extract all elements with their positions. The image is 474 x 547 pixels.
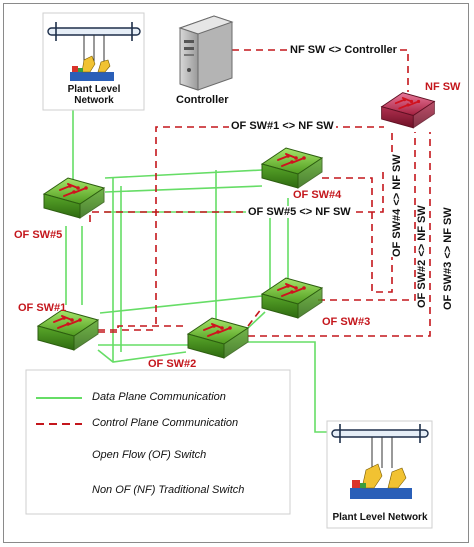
of4-switch-icon xyxy=(260,147,324,189)
top-plant-network xyxy=(42,12,145,111)
switch-shapes xyxy=(36,92,436,502)
of5-switch-label: OF SW#5 xyxy=(14,229,63,241)
of2-nf-link-label: OF SW#2 <> NF SW xyxy=(416,205,428,308)
link-of5-of4-a xyxy=(104,169,263,179)
of2-switch-label: OF SW#2 xyxy=(148,358,197,370)
of5-nf-link-label: OF SW#5 <> NF SW xyxy=(246,206,353,218)
of3-switch-label: OF SW#3 xyxy=(322,316,371,328)
nf-controller-link-label: NF SW <> Controller xyxy=(288,44,399,56)
legend-data-plane-label: Data Plane Communication xyxy=(92,391,226,403)
top-plant-label: Plant Level Network xyxy=(52,84,136,106)
of4-switch-label: OF SW#4 xyxy=(293,189,342,201)
link-of5-of3 xyxy=(105,211,271,290)
data-plane-links xyxy=(65,110,332,433)
of1-switch-label: OF SW#1 xyxy=(18,302,67,314)
link-of2-nf xyxy=(247,303,266,327)
bottom-robot-icon xyxy=(350,463,412,499)
of1-nf-link-label: OF SW#1 <> NF SW xyxy=(229,120,336,132)
top-robot-icon xyxy=(70,55,114,81)
controller-icon xyxy=(178,15,234,91)
nf-switch-icon xyxy=(380,92,436,129)
legend-box xyxy=(25,369,291,515)
of3-switch-icon xyxy=(260,277,324,319)
nf-switch-label: NF SW xyxy=(425,81,461,93)
of2-switch-icon xyxy=(186,317,250,359)
link-of1-of2-ctrl xyxy=(98,325,186,333)
bottom-bus-bar xyxy=(331,429,429,438)
link-of5-nf xyxy=(89,168,384,222)
bottom-plant-network xyxy=(326,420,433,529)
legend-nf-switch-label: Non OF (NF) Traditional Switch xyxy=(92,484,245,496)
of4-nf-link-label: OF SW#4 <> NF SW xyxy=(391,154,403,257)
link-of2-right xyxy=(248,341,332,433)
link-of3-nf xyxy=(318,132,416,301)
link-of2-of3 xyxy=(247,311,266,329)
top-plant-label-line2: Network xyxy=(74,95,114,106)
of5-switch-icon xyxy=(42,177,106,219)
top-bus-bar xyxy=(47,27,141,36)
of3-nf-link-label: OF SW#3 <> NF SW xyxy=(442,207,454,310)
link-of5-of4-b xyxy=(104,185,263,193)
top-plant-label-line1: Plant Level xyxy=(67,84,121,95)
link-of3-nf-b xyxy=(248,132,431,337)
controller-label: Controller xyxy=(176,94,229,106)
legend-of-switch-label: Open Flow (OF) Switch xyxy=(92,449,207,461)
legend-control-plane-label: Control Plane Communication xyxy=(92,417,239,429)
link-controller-nf xyxy=(232,49,409,92)
link-of1-of2-low xyxy=(97,349,187,363)
link-of1-of3 xyxy=(99,295,263,314)
diagram-frame xyxy=(3,3,469,543)
of1-switch-icon xyxy=(36,309,100,351)
bottom-plant-label: Plant Level Network xyxy=(332,512,428,523)
